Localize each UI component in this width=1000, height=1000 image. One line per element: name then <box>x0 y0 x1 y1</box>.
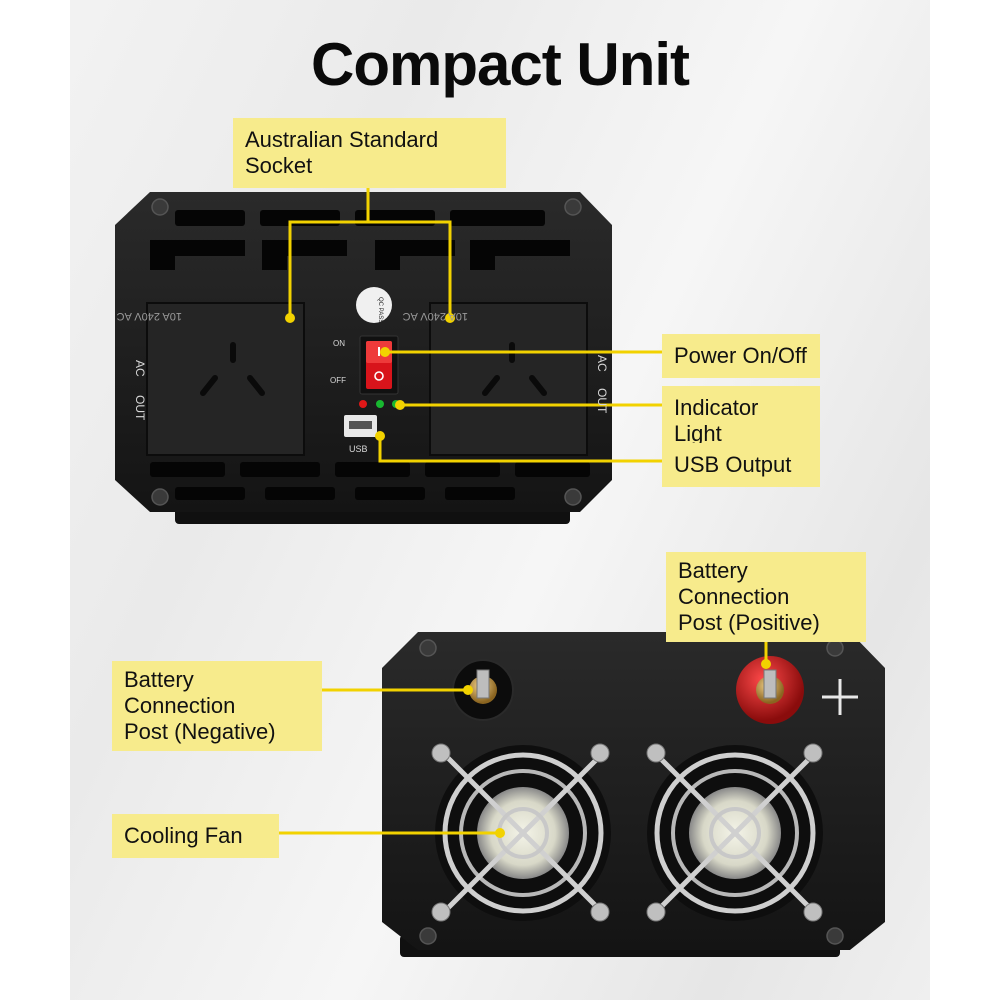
front-panel <box>115 192 612 524</box>
label-usb-text: USB Output <box>674 452 792 477</box>
switch-off-label: OFF <box>330 376 346 385</box>
label-battery-positive-line1: Battery Connection <box>678 558 790 609</box>
left-margin <box>0 0 70 1000</box>
power-switch <box>359 335 399 395</box>
label-fan: Cooling Fan <box>112 814 279 858</box>
right-margin <box>930 0 1000 1000</box>
right-ac-socket <box>429 302 588 456</box>
label-battery-positive: Battery Connection Post (Positive) <box>666 552 866 642</box>
vent-slots <box>150 210 590 500</box>
label-socket: Australian Standard Socket <box>233 118 506 188</box>
label-power: Power On/Off <box>662 334 820 378</box>
qc-badge <box>356 287 392 323</box>
label-power-text: Power On/Off <box>674 343 807 368</box>
qc-badge-text: QC PASSED <box>377 297 383 332</box>
leader-lines <box>279 160 768 835</box>
label-indicator-text: Indicator Light <box>674 395 759 446</box>
label-battery-negative: Battery Connection Post (Negative) <box>112 661 322 751</box>
label-fan-text: Cooling Fan <box>124 823 243 848</box>
left-ac-socket <box>146 302 305 456</box>
positive-post <box>736 656 804 724</box>
label-battery-negative-line1: Battery Connection <box>124 667 236 718</box>
plus-sign <box>822 679 858 715</box>
ac-out-left-bottom: OUT <box>133 395 147 421</box>
ac-out-right-top: AC <box>595 355 609 372</box>
indicator-leds <box>359 400 400 408</box>
panel-screw <box>419 639 844 945</box>
right-socket-rating: 10A 240V AC <box>403 310 468 322</box>
label-socket-text: Australian Standard Socket <box>245 127 439 178</box>
ac-out-left-top: AC <box>133 360 147 377</box>
panel-screw <box>151 198 582 506</box>
label-battery-positive-line2: Post (Positive) <box>678 610 820 635</box>
plus-sign-text: + <box>826 672 827 673</box>
left-socket-rating: 10A 240V AC <box>117 310 182 322</box>
label-battery-negative-line2: Post (Negative) <box>124 719 276 744</box>
right-cooling-fan <box>646 743 823 922</box>
usb-label: USB <box>349 444 368 454</box>
negative-post <box>452 659 514 721</box>
rear-panel <box>382 632 885 957</box>
page-title: Compact Unit <box>311 31 690 98</box>
ac-out-right-bottom: OUT <box>595 388 609 414</box>
switch-on-label: ON <box>333 339 345 348</box>
label-usb: USB Output <box>662 443 820 487</box>
usb-port <box>344 415 377 437</box>
left-cooling-fan <box>431 743 611 922</box>
